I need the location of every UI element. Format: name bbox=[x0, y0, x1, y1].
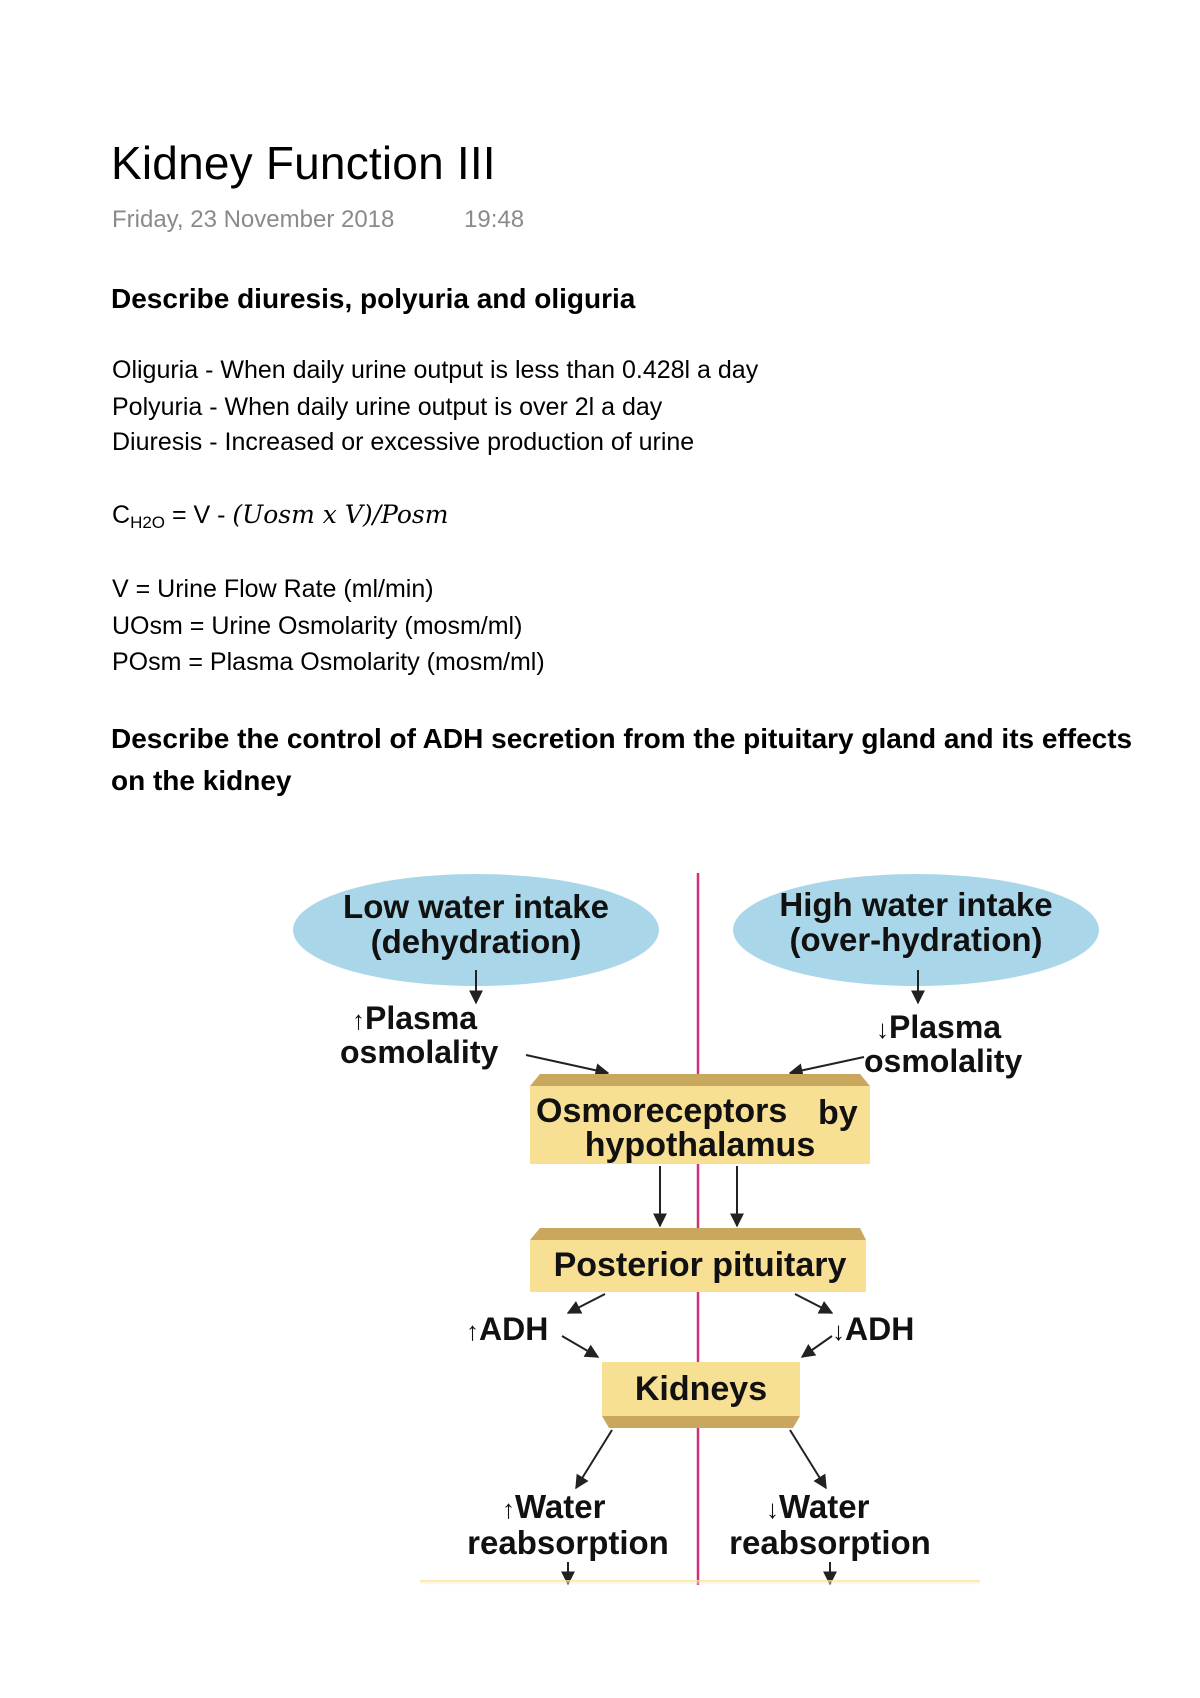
low-intake-oval bbox=[293, 874, 659, 986]
osmoreceptors-box-top bbox=[530, 1074, 870, 1086]
right-osmolality-label: osmolality bbox=[864, 1043, 1022, 1079]
down-arrow-icon: ↓ bbox=[832, 1316, 845, 1346]
right-reabsorption-label: reabsorption bbox=[729, 1524, 931, 1561]
up-arrow-icon: ↑ bbox=[466, 1316, 479, 1346]
arrow-left-plasma-to-osmoreceptors bbox=[525, 1054, 610, 1078]
over-hydration-label: (over-hydration) bbox=[789, 921, 1042, 958]
formula-rhs: (Uosm x V)/Posm bbox=[232, 500, 449, 529]
hypothalamus-label: hypothalamus bbox=[585, 1126, 815, 1164]
osmoreceptors-by-label: by bbox=[818, 1094, 858, 1132]
left-reabsorption-label: reabsorption bbox=[467, 1524, 669, 1561]
section-heading-adh: Describe the control of ADH secretion fr… bbox=[111, 723, 1133, 796]
uosm-definition: UOsm = Urine Osmolarity (mosm/ml) bbox=[112, 612, 523, 640]
cropped-next-step-hint bbox=[420, 1580, 980, 1586]
high-intake-oval bbox=[733, 874, 1099, 986]
right-water-label: ↓Water bbox=[766, 1488, 870, 1525]
low-intake-label: Low water intake bbox=[343, 888, 609, 925]
left-water-label: ↑Water bbox=[502, 1488, 606, 1525]
left-adh-label: ↑ADH bbox=[466, 1311, 548, 1347]
polyuria-definition: Polyuria - When daily urine output is ov… bbox=[112, 393, 663, 421]
kidneys-box-bottom bbox=[602, 1416, 800, 1428]
osmoreceptors-box bbox=[530, 1086, 870, 1164]
up-arrow-icon: ↑ bbox=[502, 1494, 515, 1524]
osmoreceptors-label: Osmoreceptors bbox=[536, 1092, 787, 1130]
down-arrow-icon: ↓ bbox=[876, 1014, 889, 1044]
formula-equals: = V - bbox=[165, 501, 233, 529]
left-plasma-label: ↑Plasma bbox=[352, 1000, 477, 1036]
posterior-pituitary-label: Posterior pituitary bbox=[554, 1246, 847, 1284]
formula-lhs: C bbox=[112, 501, 131, 529]
page-title: Kidney Function III bbox=[111, 137, 496, 189]
arrow-kidneys-to-right-water bbox=[789, 1429, 827, 1490]
left-osmolality-label: osmolality bbox=[340, 1034, 498, 1070]
oliguria-definition: Oliguria - When daily urine output is le… bbox=[112, 356, 759, 384]
up-arrow-icon: ↑ bbox=[352, 1005, 365, 1035]
diuresis-definition: Diuresis - Increased or excessive produc… bbox=[112, 428, 695, 456]
formula-lhs-subscript: H2O bbox=[130, 513, 166, 532]
free-water-clearance-formula: CH2O = V - (Uosm x V)/Posm bbox=[112, 500, 449, 532]
high-intake-label: High water intake bbox=[779, 886, 1052, 923]
right-plasma-label: ↓Plasma bbox=[876, 1009, 1001, 1045]
dehydration-label: (dehydration) bbox=[371, 923, 582, 960]
note-time: 19:48 bbox=[464, 206, 525, 233]
kidneys-box bbox=[602, 1362, 800, 1416]
arrow-pituitary-to-right-adh bbox=[794, 1293, 834, 1314]
arrow-right-plasma-to-osmoreceptors bbox=[788, 1056, 865, 1078]
arrow-right-adh-to-kidneys bbox=[800, 1335, 833, 1358]
pituitary-box bbox=[530, 1240, 866, 1292]
pituitary-box-top bbox=[530, 1228, 866, 1240]
section-heading-diuresis: Describe diuresis, polyuria and oliguria bbox=[111, 283, 636, 314]
note-date: Friday, 23 November 2018 bbox=[112, 206, 395, 233]
arrow-left-adh-to-kidneys bbox=[561, 1335, 600, 1358]
posm-definition: POsm = Plasma Osmolarity (mosm/ml) bbox=[112, 648, 545, 676]
down-arrow-icon: ↓ bbox=[766, 1494, 779, 1524]
right-adh-label: ↓ADH bbox=[832, 1311, 914, 1347]
kidneys-label: Kidneys bbox=[635, 1370, 767, 1408]
arrow-pituitary-to-left-adh bbox=[566, 1293, 606, 1314]
arrow-kidneys-to-left-water bbox=[575, 1429, 613, 1490]
v-definition: V = Urine Flow Rate (ml/min) bbox=[112, 575, 434, 603]
